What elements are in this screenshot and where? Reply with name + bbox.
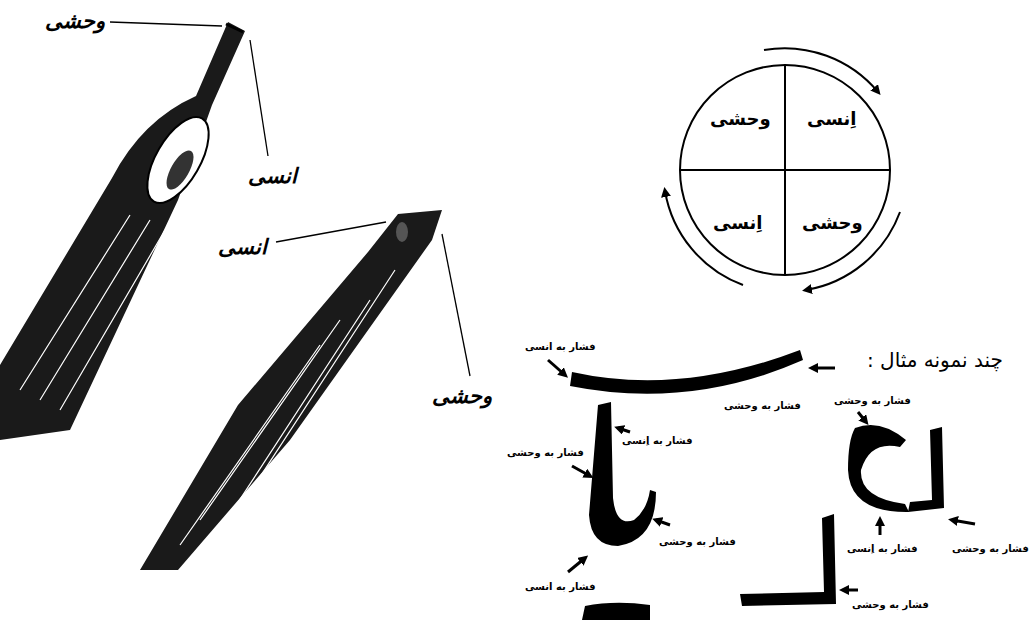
nib-circle: [665, 48, 900, 290]
circle-quadrant: اِنسی: [803, 106, 860, 131]
letter-stroke: [582, 603, 650, 620]
pen-drawing: [0, 22, 245, 440]
letter-stroke: [908, 427, 944, 512]
circle-quadrant: اِنسی: [709, 210, 766, 235]
pressure-label: فشار به وحشی: [724, 400, 801, 411]
pressure-label: فشار به اِنسی: [622, 435, 693, 446]
circle-quadrant: وحشی: [798, 210, 867, 235]
quadrant-label: وحشی: [802, 212, 863, 233]
pressure-label: فشار به وحشی: [852, 599, 929, 610]
quadrant-label: وحشی: [710, 108, 771, 129]
letter-stroke: [848, 425, 909, 512]
pen-label: انسی: [248, 163, 297, 188]
pressure-label: فشار به وحشی: [507, 447, 584, 458]
pressure-label: فشار به وحشی: [834, 395, 911, 406]
section-heading: چند نمونه مثال :: [867, 348, 1003, 372]
pen-drawing: [140, 210, 442, 570]
quadrant-label: اِنسی: [807, 108, 856, 129]
letter-stroke: [740, 514, 836, 606]
pen-label: انسی: [218, 234, 267, 259]
leader-lines: [110, 22, 470, 376]
pressure-label: فشار به انسی: [525, 341, 596, 352]
pen-label: وحشی: [45, 8, 105, 33]
pressure-label: فشار به وحشی: [659, 536, 736, 547]
circle-quadrant: وحشی: [706, 106, 775, 131]
letter-stroke: [570, 350, 803, 394]
pen-label: وحشی: [432, 383, 492, 408]
quadrant-label: اِنسی: [713, 212, 762, 233]
pressure-label: فشار به اِنسی: [847, 543, 918, 554]
pressure-label: فشار به انسی: [525, 581, 596, 592]
pressure-label: فشار به وحشی: [952, 543, 1029, 554]
pressure-arrows: [548, 360, 975, 590]
letter-stroke: [589, 402, 656, 546]
